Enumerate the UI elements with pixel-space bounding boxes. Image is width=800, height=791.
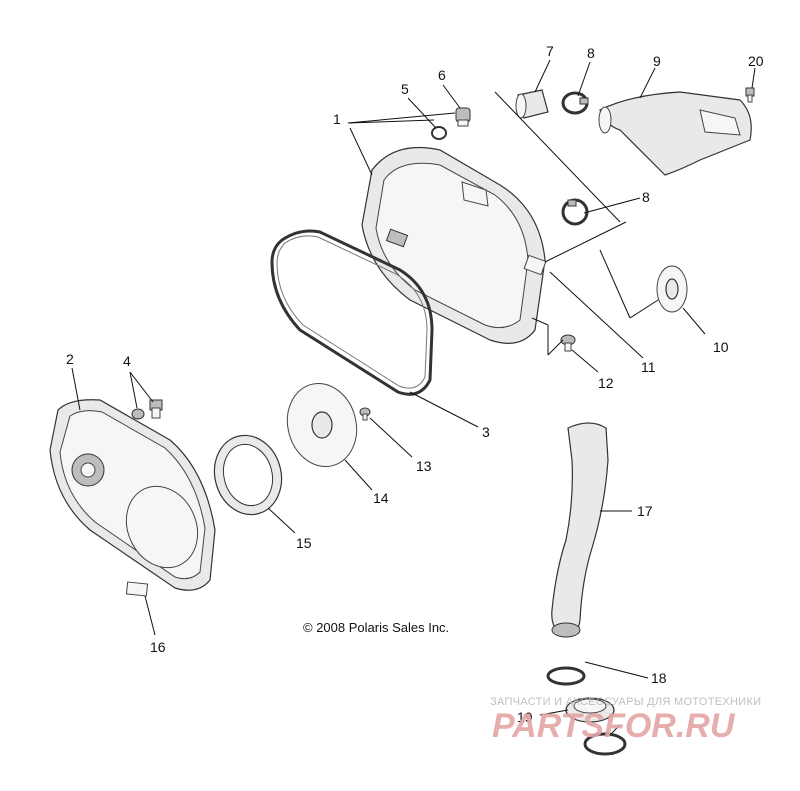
- copyright-notice: © 2008 Polaris Sales Inc.: [303, 620, 449, 635]
- part-3-drive-belt: [270, 229, 434, 396]
- callout-13: 13: [416, 458, 432, 474]
- watermark-brand: PARTSFOR.RU: [492, 707, 736, 745]
- callout-3: 3: [482, 424, 490, 440]
- part-2-outer-clutch-cover: [49, 399, 216, 591]
- part-11-label: [523, 254, 547, 276]
- part-17-outlet-duct: [551, 422, 609, 638]
- part-15-seal-ring: [213, 434, 283, 516]
- part-13-screw: [359, 407, 371, 421]
- leader-lines: [71, 59, 756, 736]
- callout-4: 4: [123, 353, 131, 369]
- callout-8-upper: 8: [587, 45, 595, 61]
- part-18-clamp-upper: [546, 666, 586, 686]
- part-4-bolt-washer: [131, 399, 163, 420]
- callout-15: 15: [296, 535, 312, 551]
- callout-9: 9: [653, 53, 661, 69]
- callout-7: 7: [546, 43, 554, 59]
- part-8-clamp-upper: [561, 91, 589, 115]
- callout-17: 17: [637, 503, 653, 519]
- part-20-screw: [745, 87, 755, 103]
- part-12-screw: [560, 334, 576, 352]
- part-1-inner-clutch-cover: [361, 146, 546, 344]
- part-8-clamp-lower: [561, 198, 589, 226]
- callout-11: 11: [641, 359, 656, 375]
- part-9-intake-duct: [598, 91, 752, 176]
- part-18-clamp-lower: [583, 732, 627, 756]
- watermark: ЗАПЧАСТИ И АКСЕССУАРЫ ДЛЯ МОТОТЕХНИКИ PA…: [490, 696, 761, 745]
- callout-8-lower: 8: [642, 189, 650, 205]
- callout-19: 19: [517, 709, 533, 725]
- callout-18: 18: [651, 670, 667, 686]
- callout-labels: 1 2 3 4 5 6 7 8 8 9 10 11 12 13 14 15 16…: [66, 43, 764, 725]
- callout-14: 14: [373, 490, 389, 506]
- part-19-adapter: [565, 697, 615, 723]
- callout-16: 16: [150, 639, 166, 655]
- callout-5: 5: [401, 81, 409, 97]
- part-10-seal-disc: [656, 265, 688, 313]
- part-7-duct-coupler: [515, 89, 549, 119]
- part-16-decal: [125, 581, 149, 597]
- watermark-tagline: ЗАПЧАСТИ И АКСЕССУАРЫ ДЛЯ МОТОТЕХНИКИ: [490, 696, 761, 708]
- part-6-plug: [455, 107, 471, 127]
- callout-10: 10: [713, 339, 729, 355]
- part-14-retainer-plate: [286, 382, 358, 468]
- callout-1: 1: [333, 111, 341, 127]
- callout-2: 2: [66, 351, 74, 367]
- callout-20: 20: [748, 53, 764, 69]
- callout-6: 6: [438, 67, 446, 83]
- callout-12: 12: [598, 375, 614, 391]
- part-5-o-ring: [431, 126, 447, 140]
